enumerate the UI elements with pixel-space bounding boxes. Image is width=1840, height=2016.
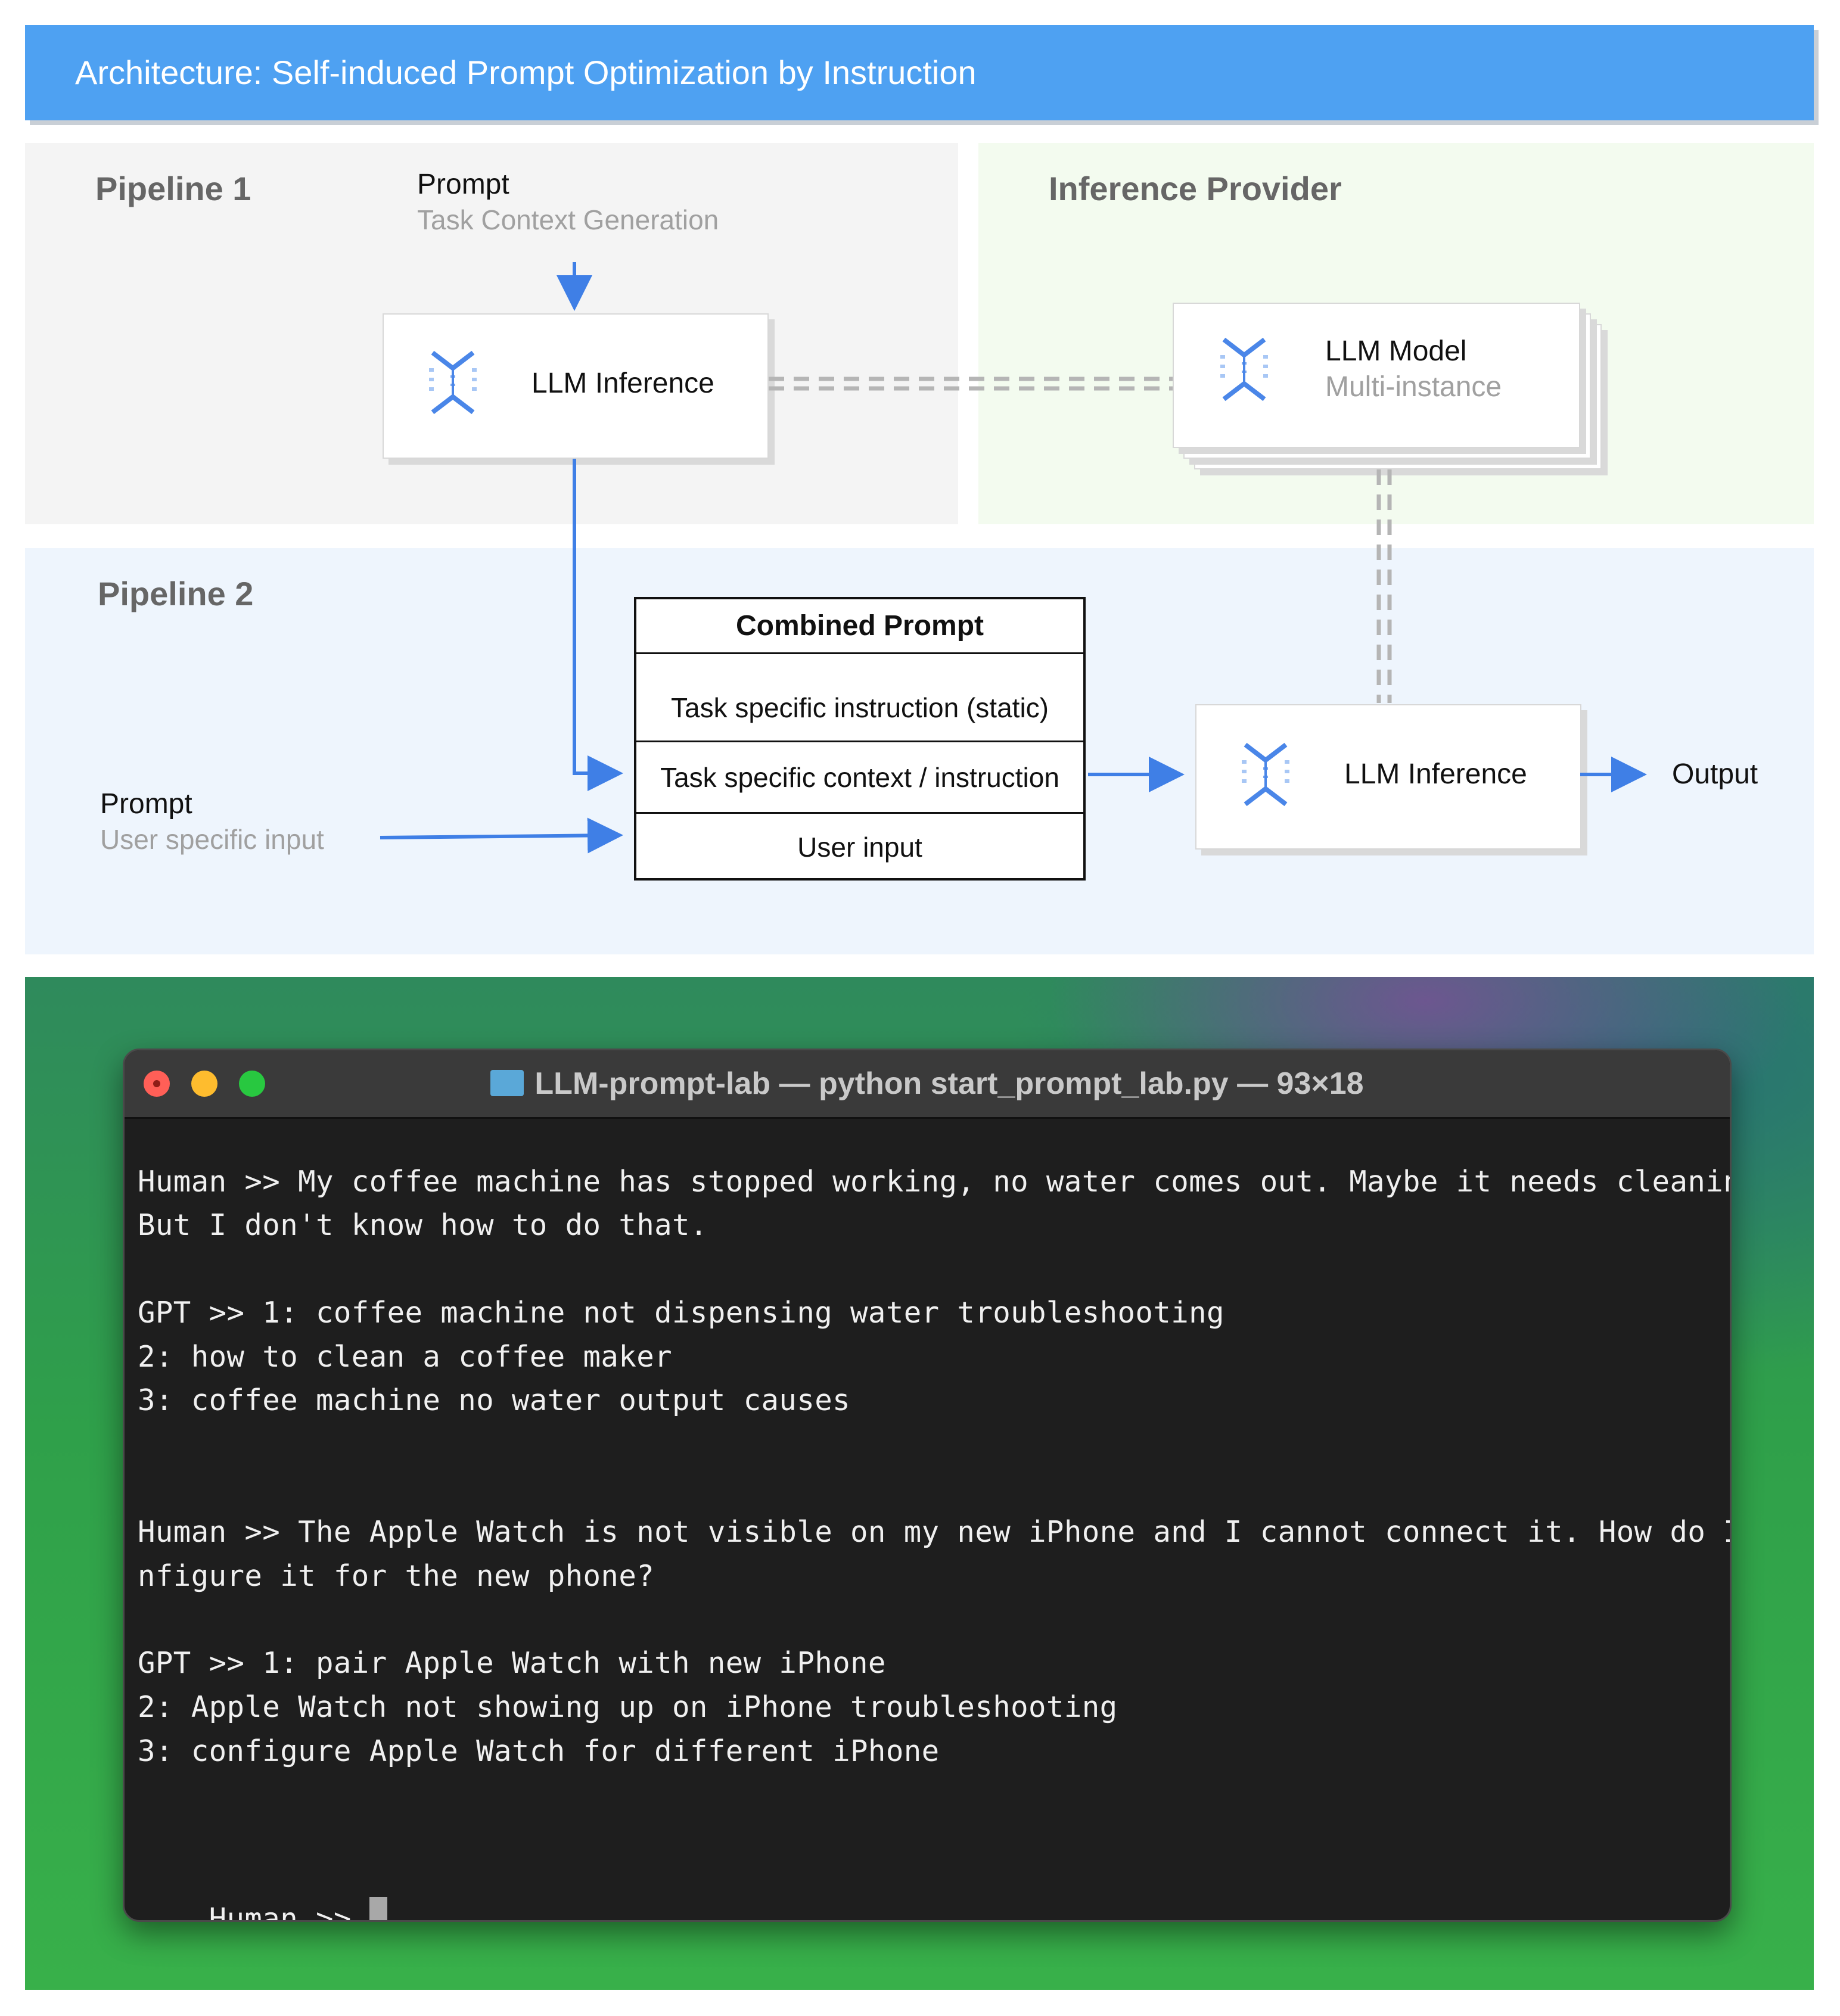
terminal-line: 2: how to clean a coffee maker	[138, 1340, 673, 1374]
terminal-window[interactable]: LLM-prompt-lab — python start_prompt_lab…	[123, 1049, 1732, 1922]
vertex-ai-icon	[1237, 736, 1294, 816]
llm-model-label: LLM Model	[1325, 335, 1467, 367]
terminal-line: But I don't know how to do that.	[138, 1208, 708, 1242]
combined-prompt-row-context: Task specific context / instruction	[636, 742, 1083, 814]
pipeline-2-llm-inference-card	[1195, 704, 1581, 850]
arrow-llm-to-context	[573, 459, 623, 791]
llm-model-sub: Multi-instance	[1325, 371, 1502, 403]
terminal-line: 3: coffee machine no water output causes	[138, 1383, 851, 1417]
vertex-ai-icon	[1216, 331, 1273, 410]
combined-prompt-row-user-input: User input	[797, 832, 922, 863]
terminal-line: 3: configure Apple Watch for different i…	[138, 1734, 940, 1768]
terminal-prompt: Human >>	[209, 1902, 369, 1922]
terminal-line: Human >> My coffee machine has stopped w…	[138, 1165, 1732, 1199]
combined-prompt-table: Combined Prompt Task specific instructio…	[634, 597, 1086, 881]
terminal-line: nfigure it for the new phone?	[138, 1559, 655, 1593]
close-button[interactable]	[144, 1071, 170, 1097]
terminal-line: 2: Apple Watch not showing up on iPhone …	[138, 1690, 1118, 1724]
diagram-title: Architecture: Self-induced Prompt Optimi…	[75, 54, 977, 91]
pipeline-2-llm-inference-label: LLM Inference	[1344, 758, 1527, 790]
output-label: Output	[1672, 758, 1758, 790]
inference-provider-title: Inference Provider	[1049, 170, 1342, 207]
combined-prompt-title: Combined Prompt	[636, 599, 1083, 654]
terminal-title-bar[interactable]	[125, 1050, 1730, 1119]
terminal-line: Human >> The Apple Watch is not visible …	[138, 1515, 1732, 1549]
pipeline-1-llm-inference-card	[383, 313, 769, 459]
pipeline-1-llm-inference-label: LLM Inference	[532, 368, 714, 399]
close-icon	[153, 1080, 160, 1087]
vertex-ai-icon	[424, 344, 481, 424]
text-cursor	[369, 1897, 387, 1920]
arrow-user-input	[380, 817, 623, 854]
minimize-button[interactable]	[191, 1071, 217, 1097]
header-bar	[25, 25, 1814, 120]
terminal-line: GPT >> 1: coffee machine not dispensing …	[138, 1296, 1224, 1330]
zoom-button[interactable]	[239, 1071, 265, 1097]
folder-icon	[490, 1070, 524, 1097]
pipeline-2-prompt-label: Prompt	[100, 788, 192, 820]
connectors	[380, 262, 1647, 854]
pipeline-2-title: Pipeline 2	[98, 575, 254, 612]
pipeline-1-prompt-sub: Task Context Generation	[417, 204, 719, 235]
terminal-prompt-line[interactable]: Human >>	[138, 1865, 387, 1922]
combined-prompt-row-static: Task specific instruction (static)	[636, 654, 1083, 742]
pipeline-1-title: Pipeline 1	[95, 170, 251, 207]
terminal-line: GPT >> 1: pair Apple Watch with new iPho…	[138, 1646, 886, 1680]
pipeline-1-prompt-label: Prompt	[417, 169, 509, 200]
pipeline-2-prompt-sub: User specific input	[100, 824, 324, 855]
terminal-title: LLM-prompt-lab — python start_prompt_lab…	[125, 1050, 1730, 1117]
llm-model-card	[1173, 303, 1580, 448]
